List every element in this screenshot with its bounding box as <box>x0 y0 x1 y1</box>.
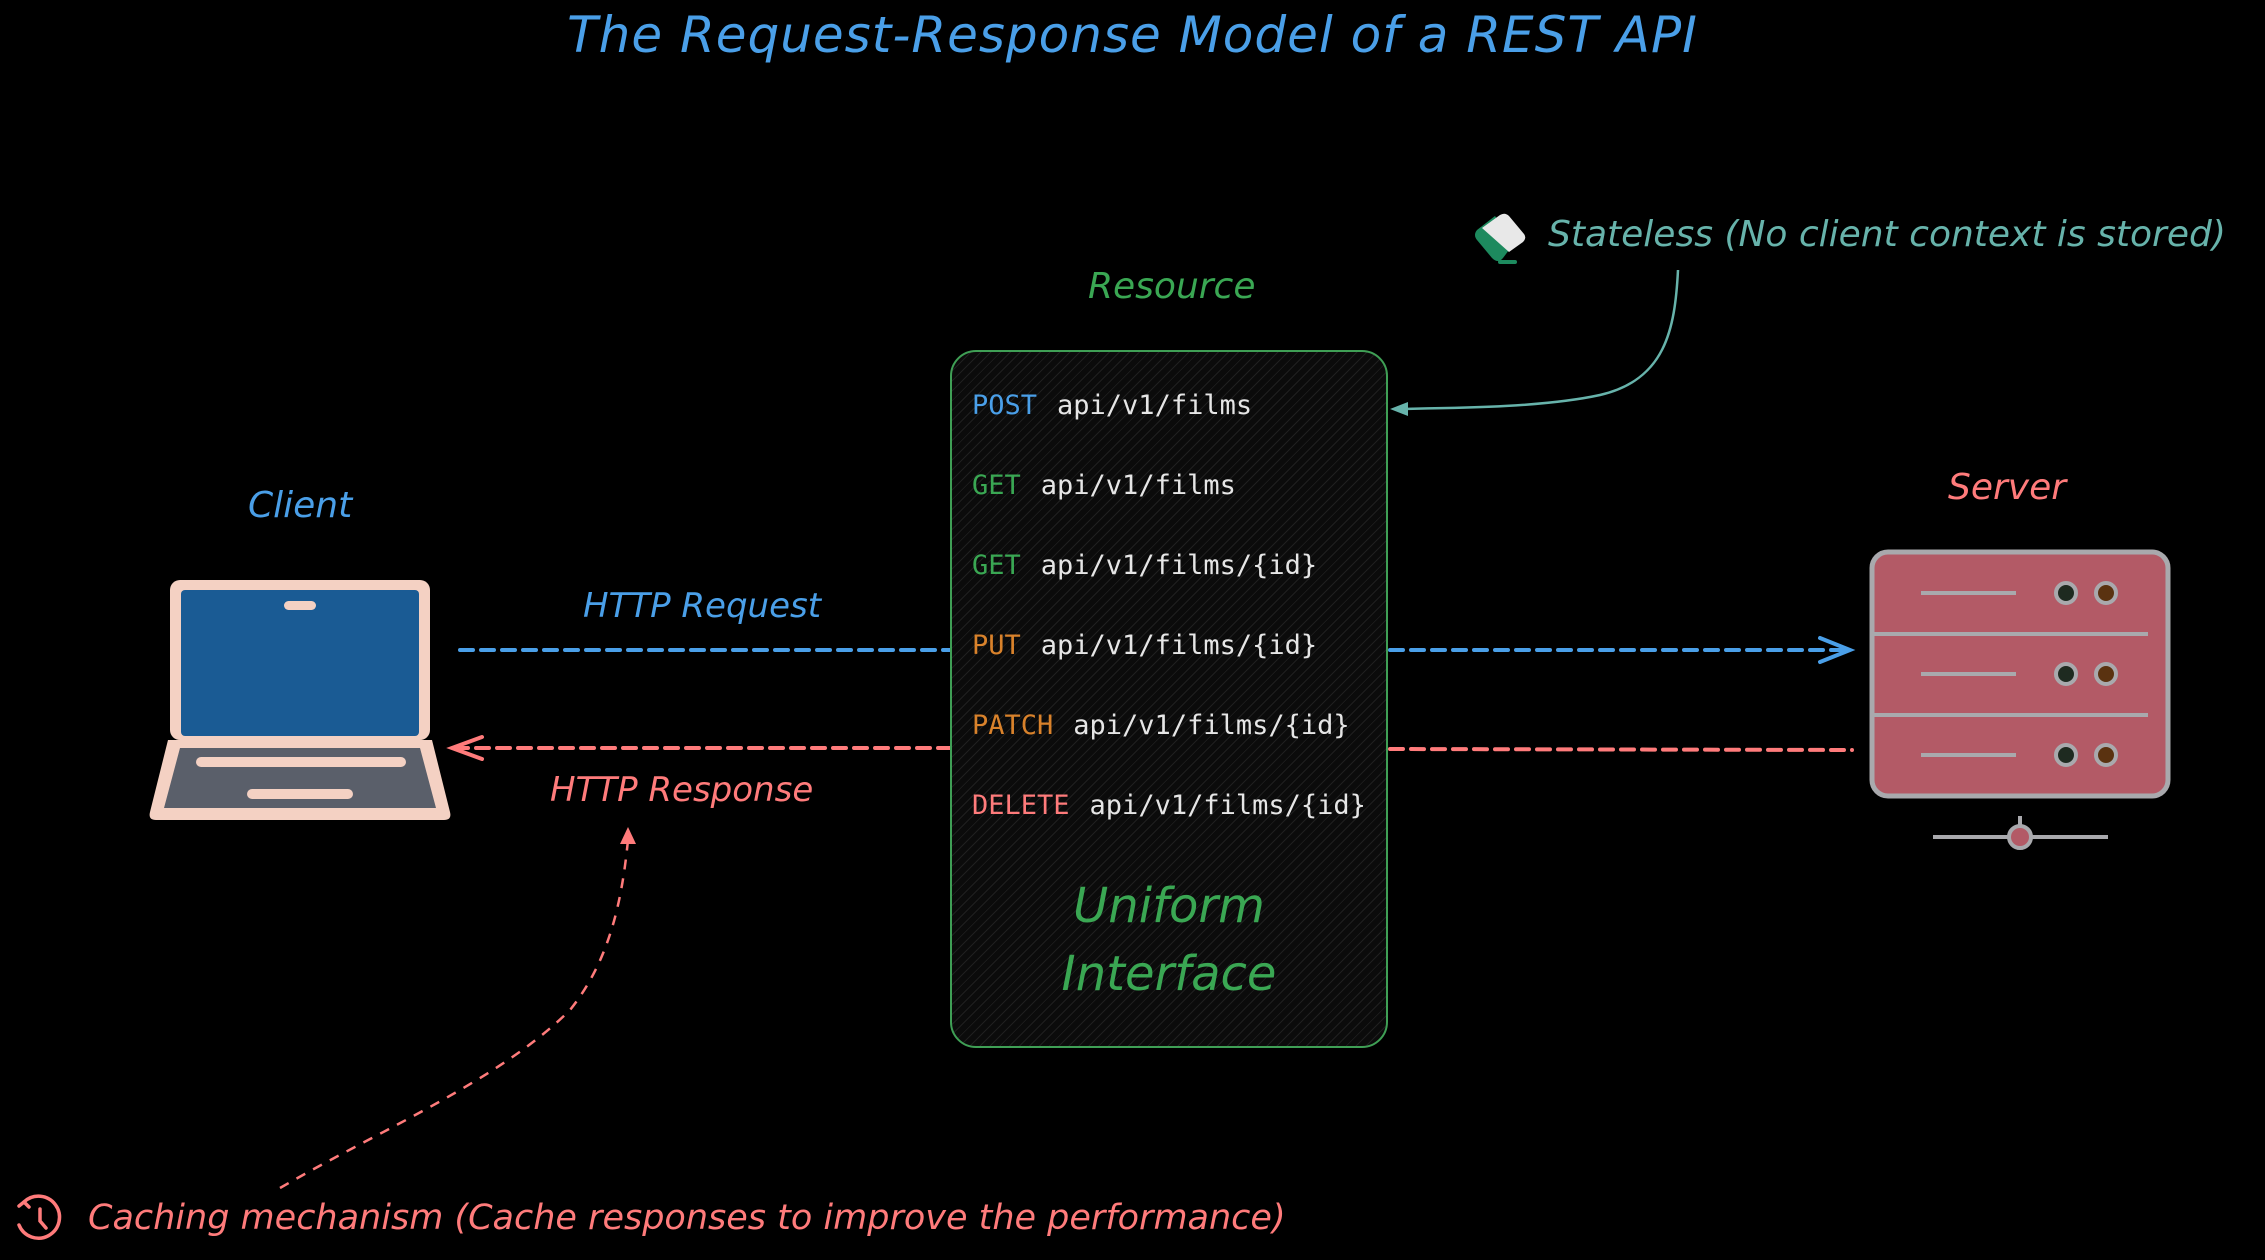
caching-connector <box>279 827 636 1190</box>
endpoint-path: api/v1/films <box>1057 390 1253 421</box>
endpoint-row: PUT api/v1/films/{id} <box>972 630 1317 661</box>
caption-line: Uniform <box>1073 878 1265 934</box>
laptop-icon <box>149 580 451 820</box>
caption-line: Interface <box>1061 946 1277 1002</box>
endpoint-row: PATCH api/v1/films/{id} <box>972 710 1350 741</box>
endpoint-path: api/v1/films/{id} <box>1089 790 1366 821</box>
endpoint-row: POST api/v1/films <box>972 390 1252 421</box>
request-arrow <box>458 636 1856 664</box>
caching-annotation: Caching mechanism (Cache responses to im… <box>88 1198 1286 1238</box>
endpoint-row: GET api/v1/films/{id} <box>972 550 1317 581</box>
endpoint-path: api/v1/films/{id} <box>1073 710 1350 741</box>
endpoint-row: DELETE api/v1/films/{id} <box>972 790 1366 821</box>
http-response-label: HTTP Response <box>550 770 814 810</box>
http-method: DELETE <box>972 790 1070 821</box>
uniform-interface-caption: Uniform Interface <box>952 872 1386 1008</box>
resource-box: POST api/v1/films GET api/v1/films GET api/… <box>950 350 1388 1048</box>
response-arrow <box>446 735 1854 761</box>
client-label: Client <box>248 485 353 526</box>
server-label: Server <box>1948 467 2067 508</box>
http-method: GET <box>972 550 1021 581</box>
http-method: GET <box>972 470 1021 501</box>
resource-label: Resource <box>1088 266 1256 307</box>
server-icon <box>1869 549 2171 850</box>
history-clock-icon <box>17 1194 62 1240</box>
endpoint-path: api/v1/films/{id} <box>1040 630 1318 661</box>
http-request-label: HTTP Request <box>583 586 822 626</box>
http-method: PATCH <box>972 710 1054 741</box>
endpoint-row: GET api/v1/films <box>972 470 1236 501</box>
stateless-annotation: Stateless (No client context is stored) <box>1548 214 2226 255</box>
endpoint-path: api/v1/films/{id} <box>1040 550 1318 581</box>
eraser-icon <box>1475 213 1526 264</box>
stateless-connector <box>1390 269 1680 416</box>
diagram-title: The Request-Response Model of a REST API <box>567 6 1698 64</box>
http-method: POST <box>972 390 1038 421</box>
endpoint-path: api/v1/films <box>1040 470 1236 501</box>
http-method: PUT <box>972 630 1021 661</box>
